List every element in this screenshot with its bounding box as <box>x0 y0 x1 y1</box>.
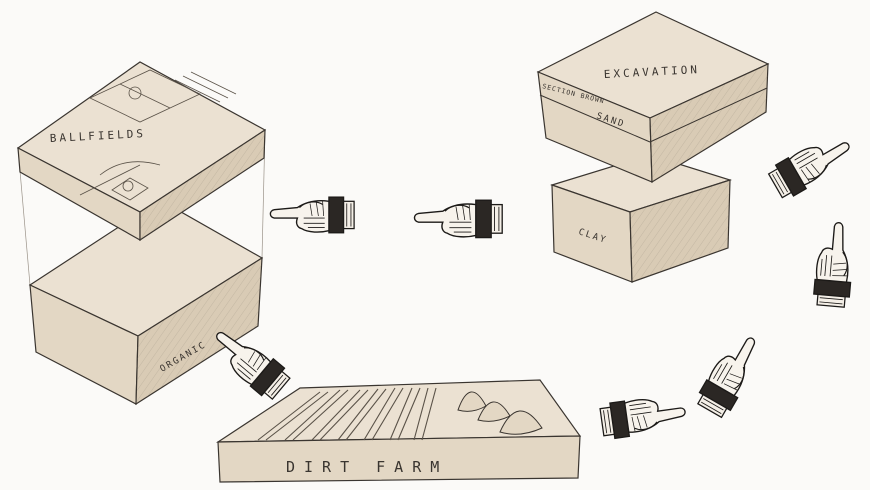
excavation-block: EXCAVATION SECTION BROWN SAND <box>538 12 768 182</box>
pointing-hand-icon <box>414 200 502 237</box>
pointing-hand-icon <box>270 197 354 233</box>
dirt-farm-label: DIRT FARM <box>286 458 448 476</box>
ballfields-block: BALLFIELDS <box>18 62 265 240</box>
pointing-hand-icon <box>599 393 687 440</box>
ballfields-organic-stack: ORGANIC BALLFIELDS <box>18 62 265 404</box>
pointing-hand-icon <box>813 221 856 308</box>
pointing-hand-icon <box>206 321 293 402</box>
pointing-hand-icon <box>694 329 767 419</box>
excavation-stack: CLAY EXCAVATION SECTION BROWN SAND <box>538 12 768 282</box>
pointing-hand-icon <box>767 128 857 201</box>
